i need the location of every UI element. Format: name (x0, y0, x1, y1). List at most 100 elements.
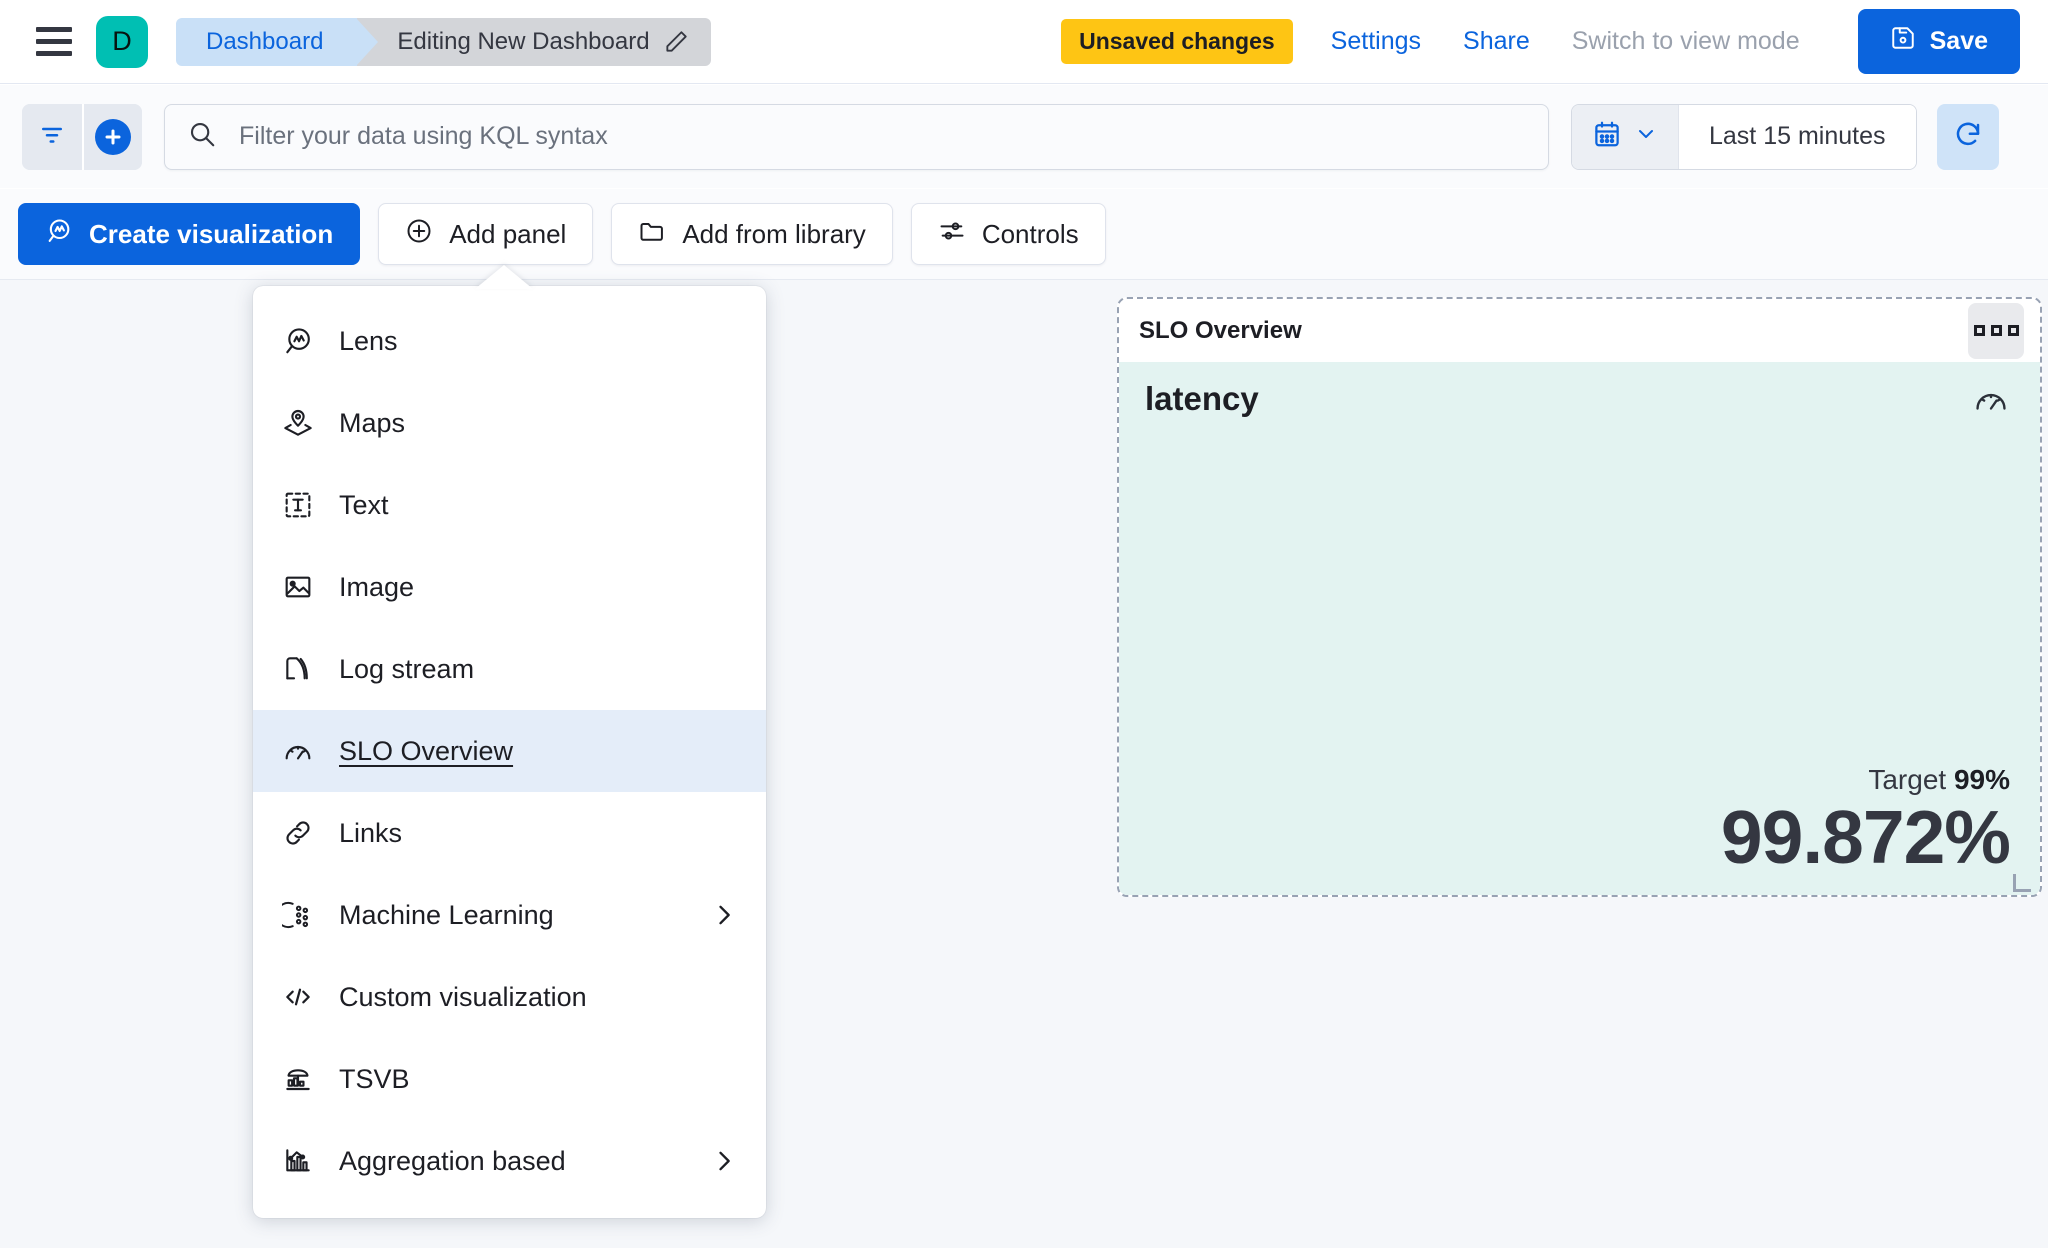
menu-item-label: Image (339, 571, 415, 602)
controls-label: Controls (981, 218, 1079, 249)
controls-button[interactable]: Controls (910, 203, 1106, 265)
lens-icon (45, 217, 73, 252)
slo-metric-name: latency (1145, 380, 1259, 417)
panel-body-bottom: Target 99% 99.872% (1145, 764, 2011, 877)
menu-item-maps[interactable]: Maps (253, 382, 766, 464)
time-range-value[interactable]: Last 15 minutes (1679, 104, 1916, 169)
menu-item-label: Custom visualization (339, 981, 587, 1012)
filter-options-button[interactable] (22, 103, 82, 170)
grip-dot (1990, 325, 2002, 336)
add-panel-label: Add panel (449, 218, 567, 249)
grip-dot (2007, 325, 2019, 336)
menu-item-label: Lens (339, 325, 398, 356)
slo-target: Target 99% (1145, 764, 2010, 796)
app-header: D Dashboard Editing New Dashboard Unsave… (0, 0, 2048, 84)
text-box-icon (281, 488, 315, 522)
image-icon (281, 570, 315, 604)
search-input-placeholder: Filter your data using KQL syntax (239, 122, 608, 150)
chevron-right-icon (710, 901, 738, 929)
save-disk-icon (1890, 25, 1916, 58)
code-brackets-icon (281, 980, 315, 1014)
refresh-button[interactable] (1936, 103, 1999, 170)
controls-sliders-icon (938, 217, 966, 252)
resize-handle-icon[interactable] (2013, 874, 2031, 892)
menu-item-links[interactable]: Links (253, 792, 766, 874)
save-button-label: Save (1929, 27, 1988, 55)
menu-item-label: SLO Overview (339, 735, 514, 766)
menu-item-text[interactable]: Text (253, 464, 766, 546)
switch-to-view-mode-link[interactable]: Switch to view mode (1571, 27, 1800, 55)
gauge-icon (1972, 380, 2010, 423)
aggregation-chart-icon (281, 1144, 315, 1178)
hamburger-bar (36, 39, 72, 44)
lens-icon (281, 324, 315, 358)
filter-button-group (22, 103, 142, 170)
slo-target-value: 99% (1953, 764, 2010, 796)
pencil-icon[interactable] (663, 29, 689, 55)
breadcrumb-item-dashboard[interactable]: Dashboard (176, 17, 379, 66)
hamburger-bar (36, 27, 72, 32)
panel-body-top: latency (1145, 380, 2010, 423)
breadcrumb: Dashboard Editing New Dashboard (176, 17, 711, 66)
menu-item-label: TSVB (339, 1063, 410, 1094)
hamburger-bar (36, 51, 72, 56)
panel-title: SLO Overview (1139, 316, 1302, 344)
refresh-icon (1953, 120, 1983, 153)
space-avatar[interactable]: D (96, 15, 148, 68)
search-icon (187, 119, 217, 154)
create-visualization-button[interactable]: Create visualization (18, 203, 361, 265)
popup-arrow (475, 265, 533, 289)
search-input[interactable]: Filter your data using KQL syntax (164, 103, 1549, 170)
calendar-icon (1592, 119, 1622, 154)
menu-item-slo-overview[interactable]: SLO Overview (253, 710, 766, 792)
breadcrumb-label: Dashboard (206, 27, 324, 55)
save-button[interactable]: Save (1857, 9, 2020, 74)
grip-dot (1973, 325, 1985, 336)
log-stream-icon (281, 652, 315, 686)
panel-context-menu-button[interactable] (1968, 302, 2024, 359)
menu-item-label: Links (339, 817, 403, 848)
add-panel-button[interactable]: Add panel (378, 203, 594, 265)
slo-overview-panel[interactable]: SLO Overview latency Target 99% (1117, 297, 2042, 897)
plus-circle-icon (95, 118, 131, 155)
panel-header: SLO Overview (1119, 299, 2040, 362)
menu-item-label: Log stream (339, 653, 475, 684)
link-icon (281, 816, 315, 850)
breadcrumb-label: Editing New Dashboard (397, 27, 650, 55)
filter-icon (37, 119, 67, 154)
folder-icon (638, 217, 666, 252)
machine-learning-icon (281, 898, 315, 932)
slo-target-prefix: Target (1868, 764, 1947, 796)
chevron-down-icon (1634, 122, 1658, 151)
menu-item-machine-learning[interactable]: Machine Learning (253, 874, 766, 956)
hamburger-menu-icon[interactable] (32, 20, 76, 64)
menu-item-custom-visualization[interactable]: Custom visualization (253, 956, 766, 1038)
menu-item-tsvb[interactable]: TSVB (253, 1038, 766, 1120)
menu-item-label: Maps (339, 407, 406, 438)
date-quick-select-button[interactable] (1572, 104, 1679, 169)
dashboard-toolbar: Create visualization Add panel Add from … (0, 189, 2048, 280)
unsaved-changes-badge[interactable]: Unsaved changes (1061, 19, 1293, 64)
add-filter-button[interactable] (82, 103, 142, 170)
menu-item-aggregation-based[interactable]: Aggregation based (253, 1120, 766, 1202)
share-link[interactable]: Share (1463, 27, 1530, 55)
breadcrumb-item-editing[interactable]: Editing New Dashboard (357, 17, 711, 66)
add-from-library-button[interactable]: Add from library (611, 203, 893, 265)
menu-item-label: Machine Learning (339, 899, 554, 930)
chevron-right-icon (710, 1147, 738, 1175)
date-picker-group: Last 15 minutes (1571, 103, 1917, 170)
tsvb-chart-icon (281, 1062, 315, 1096)
menu-item-image[interactable]: Image (253, 546, 766, 628)
menu-item-lens[interactable]: Lens (253, 300, 766, 382)
gauge-icon (281, 734, 315, 768)
create-visualization-label: Create visualization (89, 218, 334, 249)
query-bar: Filter your data using KQL syntax (0, 85, 2048, 188)
map-pin-layers-icon (281, 406, 315, 440)
panel-body: latency Target 99% 99.872% (1119, 362, 2040, 895)
menu-item-log-stream[interactable]: Log stream (253, 628, 766, 710)
plus-circle-outline-icon (405, 217, 433, 252)
header-actions: Unsaved changes Settings Share Switch to… (1061, 9, 2048, 74)
add-panel-menu: Lens Maps Text (253, 286, 766, 1218)
add-from-library-label: Add from library (682, 218, 866, 249)
settings-link[interactable]: Settings (1330, 27, 1422, 55)
